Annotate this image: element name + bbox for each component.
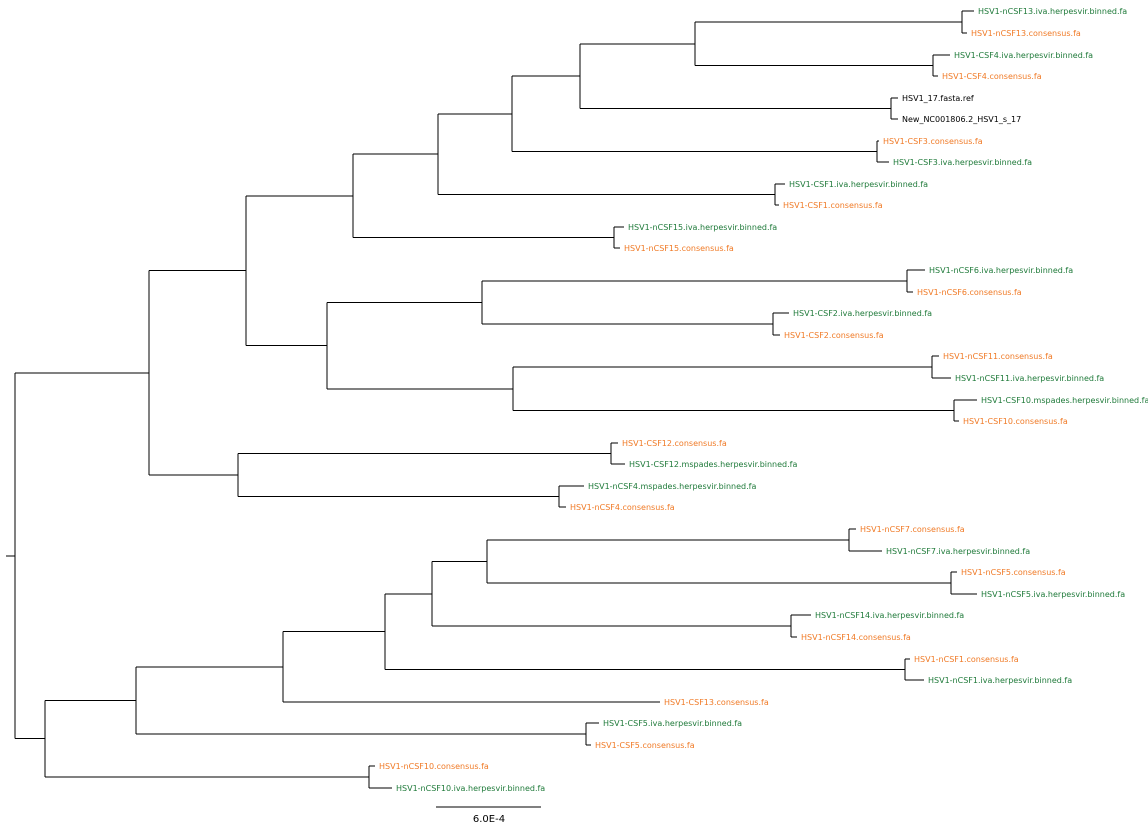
- leaf-label: HSV1-nCSF11.consensus.fa: [943, 352, 1053, 361]
- leaf-label: HSV1-CSF3.iva.herpesvir.binned.fa: [893, 158, 1032, 167]
- leaf-label: HSV1-nCSF5.consensus.fa: [961, 568, 1066, 577]
- scale-bar: 6.0E-4: [436, 806, 541, 825]
- leaf-label: HSV1-nCSF6.consensus.fa: [917, 288, 1022, 297]
- leaf-label: HSV1-CSF2.iva.herpesvir.binned.fa: [793, 309, 932, 318]
- leaf-label: HSV1-nCSF7.consensus.fa: [860, 525, 965, 534]
- leaf-label: HSV1-CSF5.consensus.fa: [595, 741, 695, 750]
- leaf-label: HSV1-nCSF4.consensus.fa: [570, 503, 675, 512]
- leaf-label: HSV1-nCSF13.consensus.fa: [971, 29, 1081, 38]
- leaf-label: HSV1-CSF12.mspades.herpesvir.binned.fa: [629, 460, 797, 469]
- leaf-label: HSV1-CSF3.consensus.fa: [883, 137, 983, 146]
- leaf-label: HSV1-CSF1.iva.herpesvir.binned.fa: [789, 180, 928, 189]
- leaf-label: HSV1-nCSF7.iva.herpesvir.binned.fa: [886, 547, 1030, 556]
- leaf-label: HSV1-nCSF15.iva.herpesvir.binned.fa: [628, 223, 777, 232]
- leaf-label: HSV1_17.fasta.ref: [902, 94, 974, 103]
- tree-branches: [6, 10, 977, 789]
- leaf-label: HSV1-CSF10.mspades.herpesvir.binned.fa: [981, 396, 1148, 405]
- leaf-label: HSV1-CSF13.consensus.fa: [664, 698, 769, 707]
- leaf-label: HSV1-nCSF1.consensus.fa: [914, 655, 1019, 664]
- leaf-label: HSV1-nCSF10.consensus.fa: [379, 762, 489, 771]
- leaf-label: HSV1-nCSF10.iva.herpesvir.binned.fa: [396, 784, 545, 793]
- leaf-label: HSV1-nCSF6.iva.herpesvir.binned.fa: [929, 266, 1073, 275]
- leaf-label: HSV1-CSF5.iva.herpesvir.binned.fa: [603, 719, 742, 728]
- leaf-label: HSV1-nCSF4.mspades.herpesvir.binned.fa: [588, 482, 756, 491]
- scale-bar-label: 6.0E-4: [473, 814, 505, 825]
- leaf-label: HSV1-CSF2.consensus.fa: [784, 331, 884, 340]
- leaf-label: HSV1-CSF4.consensus.fa: [942, 72, 1042, 81]
- leaf-label: HSV1-nCSF15.consensus.fa: [624, 244, 734, 253]
- leaf-label: HSV1-nCSF13.iva.herpesvir.binned.fa: [978, 7, 1127, 16]
- leaf-label: HSV1-nCSF5.iva.herpesvir.binned.fa: [981, 590, 1125, 599]
- tree-leaf-labels: HSV1-nCSF13.iva.herpesvir.binned.faHSV1-…: [379, 7, 1148, 793]
- leaf-label: HSV1-nCSF14.iva.herpesvir.binned.fa: [815, 611, 964, 620]
- leaf-label: New_NC001806.2_HSV1_s_17: [902, 115, 1021, 124]
- leaf-label: HSV1-nCSF14.consensus.fa: [801, 633, 911, 642]
- leaf-label: HSV1-CSF4.iva.herpesvir.binned.fa: [954, 51, 1093, 60]
- leaf-label: HSV1-nCSF11.iva.herpesvir.binned.fa: [955, 374, 1104, 383]
- leaf-label: HSV1-CSF10.consensus.fa: [963, 417, 1068, 426]
- leaf-label: HSV1-CSF1.consensus.fa: [783, 201, 883, 210]
- leaf-label: HSV1-nCSF1.iva.herpesvir.binned.fa: [928, 676, 1072, 685]
- leaf-label: HSV1-CSF12.consensus.fa: [622, 439, 727, 448]
